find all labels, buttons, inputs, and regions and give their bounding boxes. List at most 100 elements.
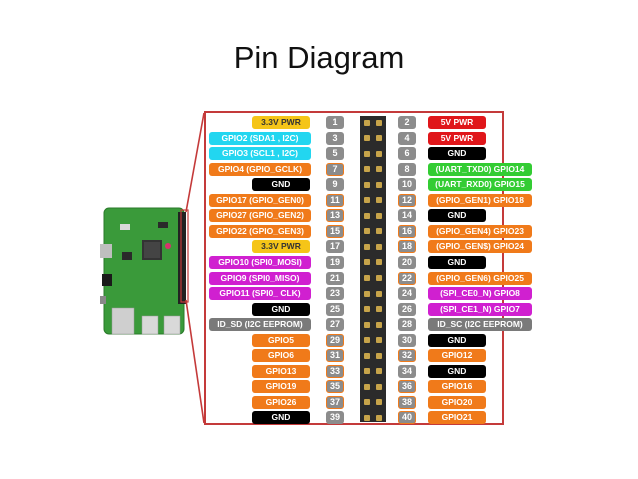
pin-label: GPIO2 (SDA1 , I2C) — [209, 131, 311, 145]
pin-label: (UART_RXD0) GPIO15 — [428, 178, 532, 192]
pin-label: GPIO5 — [252, 333, 310, 347]
pin-label: 3.3V PWR — [252, 240, 310, 254]
pin-number: 6 — [398, 147, 416, 161]
pin-number: 4 — [398, 131, 416, 145]
pin-label: ID_SD (I2C EEPROM) — [209, 318, 311, 332]
pin-label: (SPI_CE0_N) GPIO8 — [428, 287, 532, 301]
header-pin — [364, 197, 370, 204]
pin-label: GND — [428, 147, 486, 161]
pin-number: 30 — [398, 333, 416, 347]
header-pin — [364, 306, 370, 313]
header-pin — [364, 259, 370, 266]
slide-title: Pin Diagram — [233, 40, 405, 75]
header-pin — [376, 119, 382, 126]
header-pin — [364, 212, 370, 219]
header-pin — [364, 368, 370, 375]
pin-number: 37 — [326, 395, 344, 409]
header-pin — [364, 119, 370, 126]
header-pin — [364, 181, 370, 188]
pin-number: 31 — [326, 349, 344, 363]
pin-label: 5V PWR — [428, 131, 486, 145]
header-pin — [364, 321, 370, 328]
header-pin — [364, 290, 370, 297]
header-pin — [376, 399, 382, 406]
pin-number: 1 — [326, 116, 344, 129]
pin-label: GPIO13 — [252, 364, 310, 378]
pin-label: (GPIO_GEN$) GPIO24 — [428, 240, 532, 254]
pin-label: (GPIO_GEN1) GPIO18 — [428, 193, 532, 207]
pin-number: 29 — [326, 333, 344, 347]
header-pin — [376, 368, 382, 375]
header-pin — [376, 181, 382, 188]
pin-label: GPIO4 (GPIO_GCLK) — [209, 162, 311, 176]
pin-number: 15 — [326, 224, 344, 238]
pin-number: 33 — [326, 364, 344, 378]
pin-number: 7 — [326, 162, 344, 176]
pin-number: 27 — [326, 318, 344, 332]
header-pin — [364, 414, 370, 421]
pin-number: 23 — [326, 287, 344, 301]
pin-label: GPIO10 (SPI0_MOSI) — [209, 255, 311, 269]
pin-label: GND — [252, 411, 310, 425]
pin-number: 26 — [398, 302, 416, 316]
pin-label: 5V PWR — [428, 116, 486, 129]
pin-label: GPIO17 (GPIO_GEN0) — [209, 193, 311, 207]
pin-label: GPIO20 — [428, 395, 486, 409]
pin-number: 13 — [326, 209, 344, 223]
pin-number: 36 — [398, 380, 416, 394]
pin-number: 5 — [326, 147, 344, 161]
header-pin — [376, 166, 382, 173]
pin-label: GPIO3 (SCL1 , I2C) — [209, 147, 311, 161]
pin-number: 39 — [326, 411, 344, 425]
header-pin — [376, 135, 382, 142]
header-pin — [376, 197, 382, 204]
pin-number: 12 — [398, 193, 416, 207]
header-pin — [364, 275, 370, 281]
header-pin — [364, 228, 370, 235]
pin-label: (GPIO_GEN4) GPIO23 — [428, 224, 532, 238]
pin-number: 32 — [398, 349, 416, 363]
pin-number: 22 — [398, 271, 416, 285]
header-pin — [376, 259, 382, 266]
header-pin — [376, 243, 382, 250]
pin-label: 3.3V PWR — [252, 116, 310, 129]
pin-label: GPIO19 — [252, 380, 310, 394]
pin-label: GND — [428, 333, 486, 347]
pin-number: 9 — [326, 178, 344, 192]
pin-number: 17 — [326, 240, 344, 254]
pin-number: 28 — [398, 318, 416, 332]
header-pin — [376, 212, 382, 219]
pin-number: 14 — [398, 209, 416, 223]
pin-number: 19 — [326, 255, 344, 269]
header-pin — [376, 383, 382, 390]
header-pin — [376, 321, 382, 328]
pin-number: 40 — [398, 411, 416, 425]
pin-label: GPIO27 (GPIO_GEN2) — [209, 209, 311, 223]
pin-label: GPIO26 — [252, 395, 310, 409]
pin-number: 38 — [398, 395, 416, 409]
header-pin — [376, 275, 382, 281]
pin-label: (SPI_CE1_N) GPIO7 — [428, 302, 532, 316]
raspberry-pi-board-illustration — [100, 207, 186, 335]
header-pin — [376, 352, 382, 359]
header-pin — [376, 290, 382, 297]
pin-label: GND — [428, 255, 486, 269]
header-pin — [376, 150, 382, 157]
pinout-frame — [204, 111, 504, 425]
pin-label: GPIO9 (SPI0_MISO) — [209, 271, 311, 285]
pin-label: GPIO16 — [428, 380, 486, 394]
pin-number: 10 — [398, 178, 416, 192]
pin-label: (GPIO_GEN6) GPIO25 — [428, 271, 532, 285]
header-pin — [364, 399, 370, 406]
header-pin — [376, 306, 382, 313]
pin-number: 2 — [398, 116, 416, 129]
pin-number: 34 — [398, 364, 416, 378]
header-pin — [364, 135, 370, 142]
header-pin — [376, 414, 382, 421]
header-pin — [364, 383, 370, 390]
header-pin — [364, 166, 370, 173]
pin-label: GPIO11 (SPI0_ CLK) — [209, 287, 311, 301]
pin-number: 8 — [398, 162, 416, 176]
pin-number: 35 — [326, 380, 344, 394]
pin-number: 18 — [398, 240, 416, 254]
